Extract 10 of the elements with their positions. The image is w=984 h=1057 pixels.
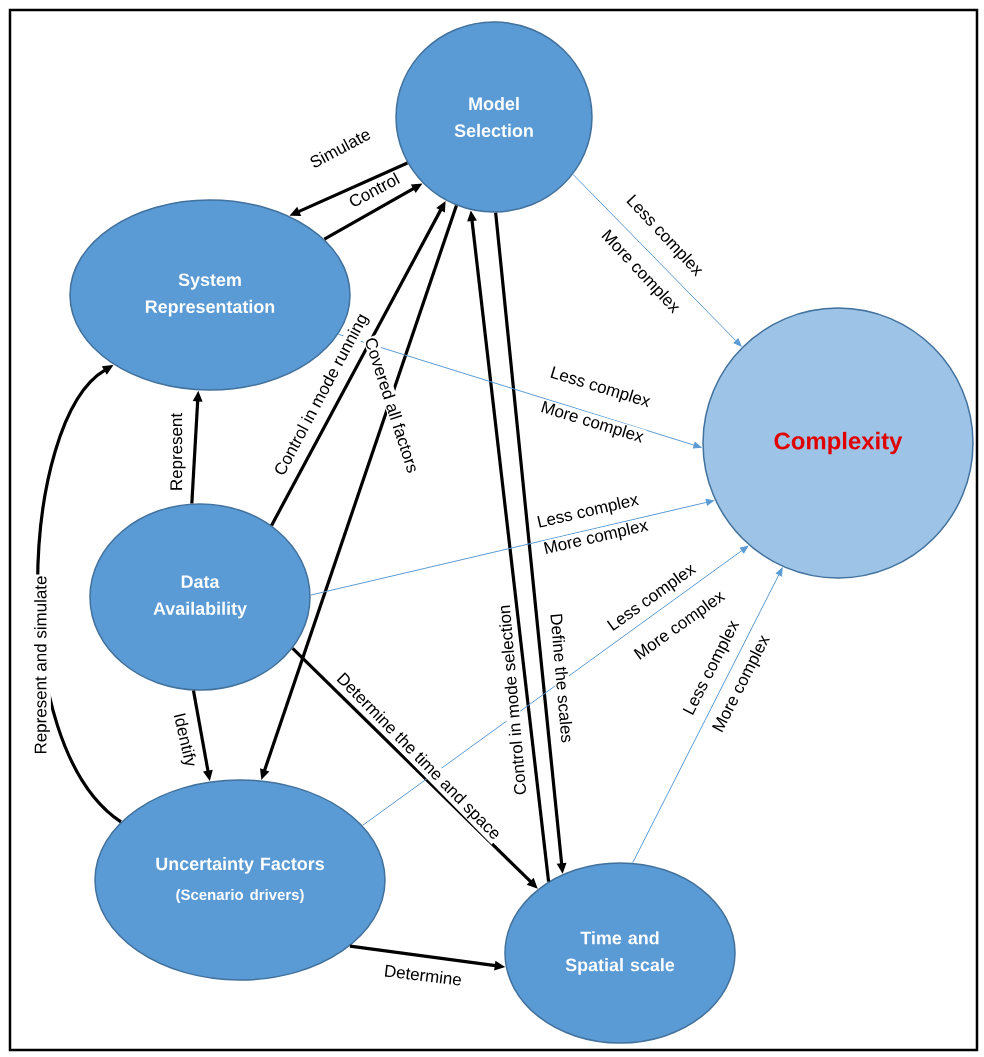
edge-label: Identify — [168, 710, 200, 770]
edge-label: Represent — [169, 411, 187, 493]
arrow — [310, 499, 715, 596]
arrow — [572, 173, 742, 347]
edge-label: Control in mode selection — [496, 603, 528, 797]
arrow — [337, 333, 702, 449]
arrow — [362, 545, 749, 826]
arrow — [632, 567, 783, 864]
edge-label: Represent and simulate — [33, 574, 51, 756]
edge-label: Define the scales — [549, 611, 575, 745]
